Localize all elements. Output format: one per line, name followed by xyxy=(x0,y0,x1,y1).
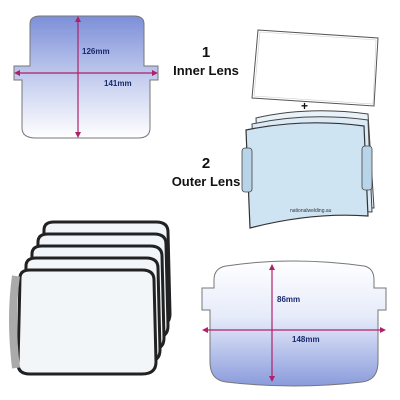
outer-lens-stack-image: nationalwelding.au xyxy=(241,110,375,229)
lens-stack-image xyxy=(9,220,172,376)
outer-lens-number: 2 xyxy=(201,155,211,172)
plus-sign: + xyxy=(301,99,309,113)
outer-lens-imprint: nationalwelding.au xyxy=(290,208,332,214)
outer-lens-shape xyxy=(201,260,387,387)
inner-lens-title: Inner Lens xyxy=(173,63,239,78)
inner-height-label: 126mm xyxy=(82,47,110,56)
outer-height-label: 86mm xyxy=(277,295,300,304)
arrowhead-left xyxy=(14,70,20,76)
arrowhead-up xyxy=(75,16,81,22)
outer-lens-tab-right xyxy=(361,145,373,191)
outer-width-label: 148mm xyxy=(292,335,320,344)
arrowhead-down xyxy=(75,132,81,138)
lens-stack-front xyxy=(16,268,158,376)
outer-lens-title: Outer Lens xyxy=(171,174,241,189)
arrowhead-right xyxy=(152,70,158,76)
inner-width-label: 141mm xyxy=(104,79,132,88)
inner-lens-diagram: 126mm 141mm xyxy=(13,15,159,139)
inner-lens-number: 1 xyxy=(201,44,211,61)
outer-lens-diagram: 86mm 148mm xyxy=(201,260,387,387)
inner-lens-shape xyxy=(13,15,159,139)
outer-lens-front xyxy=(245,122,369,229)
outer-lens-tab-left xyxy=(241,147,253,193)
inner-lens-sheet xyxy=(251,29,379,107)
inner-lens-sheet-image xyxy=(251,29,379,107)
